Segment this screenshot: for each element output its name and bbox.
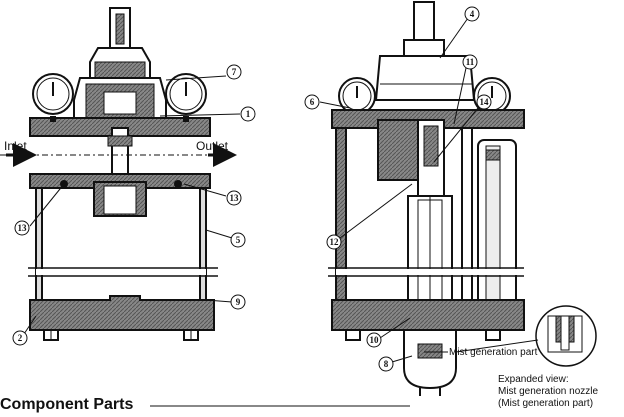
- callout-13-right: 13: [226, 190, 242, 206]
- expanded-view-subcaption: (Mist generation part): [498, 398, 593, 409]
- svg-text:14: 14: [480, 97, 490, 107]
- svg-text:11: 11: [466, 57, 475, 67]
- right-right-gauge: [473, 77, 511, 115]
- callout-10: 10: [366, 332, 382, 348]
- svg-text:6: 6: [310, 97, 315, 107]
- svg-text:4: 4: [470, 9, 475, 19]
- callout-8: 8: [378, 356, 394, 372]
- bowl-wall-right: [199, 187, 207, 313]
- inlet-label: Inlet: [4, 139, 27, 153]
- svg-text:1: 1: [246, 109, 251, 119]
- bonnet: [374, 55, 476, 101]
- svg-text:13: 13: [18, 223, 28, 233]
- callout-4: 4: [464, 6, 480, 22]
- left-gauge: [32, 73, 74, 122]
- left-assembly: [0, 7, 237, 341]
- leader-lines: [23, 17, 479, 363]
- callout-14: 14: [476, 94, 492, 110]
- callout-13-left: 13: [14, 220, 30, 236]
- callout-2: 2: [12, 330, 28, 346]
- right-gauge: [165, 73, 207, 122]
- svg-text:2: 2: [18, 333, 23, 343]
- expanded-view-caption: Mist generation nozzle: [498, 386, 598, 397]
- callout-6: 6: [304, 94, 320, 110]
- mist-cup: [403, 329, 457, 390]
- svg-text:7: 7: [232, 67, 237, 77]
- svg-text:13: 13: [230, 193, 240, 203]
- callout-12: 12: [326, 234, 342, 250]
- right-left-gauge: [338, 77, 376, 115]
- svg-text:5: 5: [236, 235, 241, 245]
- expanded-view: [455, 305, 597, 367]
- callout-11: 11: [462, 54, 478, 70]
- svg-text:8: 8: [384, 359, 389, 369]
- svg-text:12: 12: [330, 237, 340, 247]
- callout-1: 1: [240, 106, 256, 122]
- callout-9: 9: [230, 294, 246, 310]
- svg-text:9: 9: [236, 297, 241, 307]
- right-base: [331, 299, 525, 331]
- right-assembly: [328, 1, 525, 396]
- expanded-view-title: Expanded view:: [498, 374, 569, 385]
- callout-7: 7: [226, 64, 242, 80]
- callout-5: 5: [230, 232, 246, 248]
- mist-part-label: Mist generation part: [449, 347, 538, 358]
- svg-text:10: 10: [370, 335, 380, 345]
- section-heading: Component Parts: [0, 396, 133, 413]
- bowl-wall-left: [35, 187, 43, 313]
- outlet-label: Outlet: [196, 139, 229, 153]
- left-base: [29, 295, 215, 331]
